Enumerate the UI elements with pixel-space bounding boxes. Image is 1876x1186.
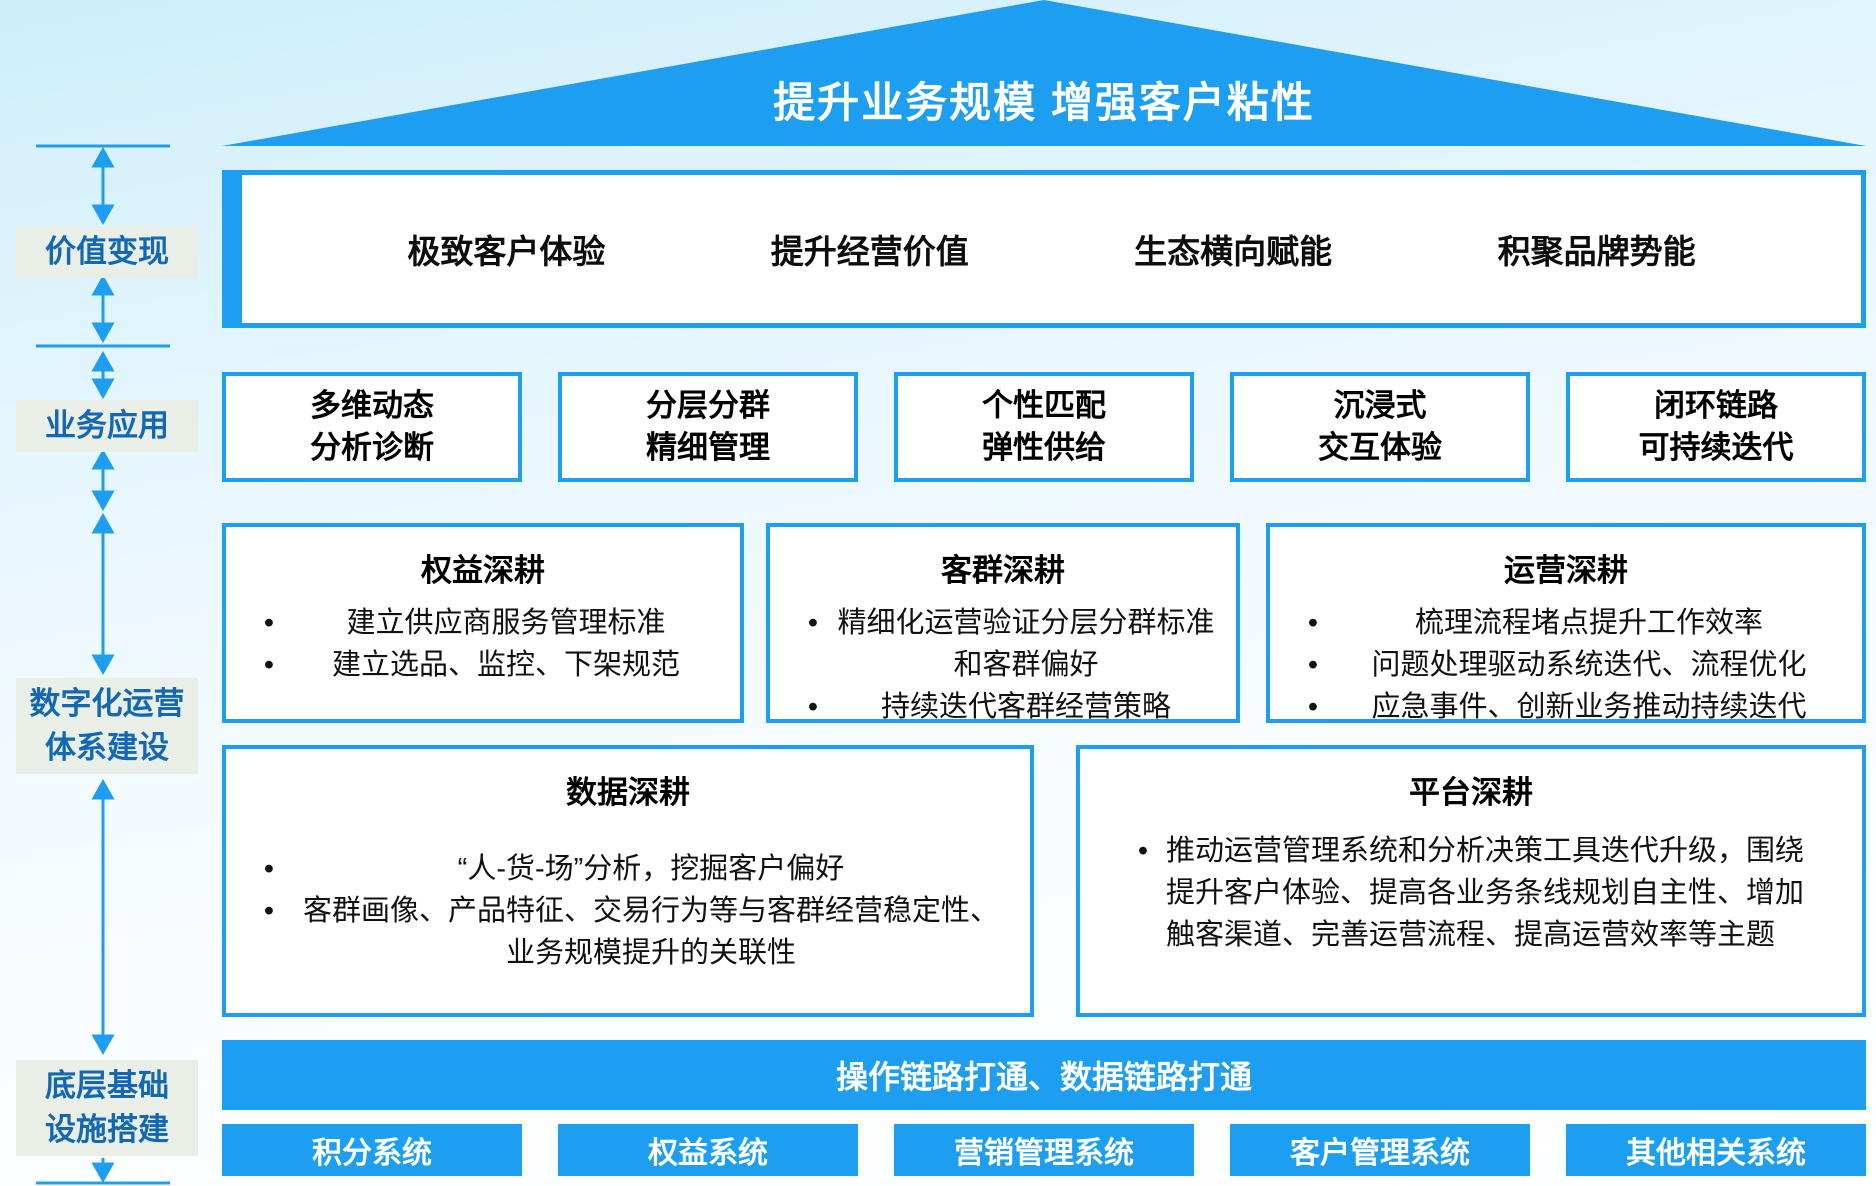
deep-box-title: 客群深耕 [941,553,1065,588]
business-application-row: 多维动态 分析诊断 分层分群 精细管理 个性匹配 弹性供给 沉浸式 交互体验 闭… [222,372,1866,482]
arrow-down-icon [91,1034,115,1056]
deep-box-platform: 平台深耕 • 推动运营管理系统和分析决策工具迭代升级，围绕提升客户体验、提高各业… [1076,745,1866,1017]
rail-label-business-application: 业务应用 [16,400,198,453]
bullet-dot: • [1137,835,1149,867]
bullet-text: 梳理流程堵点提升工作效率 [1414,607,1763,639]
arrow-down-icon [91,1162,115,1184]
system-box-marketing: 营销管理系统 [894,1124,1194,1176]
deep-box-title: 数据深耕 [566,775,690,810]
foundation-bar: 操作链路打通、数据链路打通 [222,1040,1866,1110]
bullet-text: 推动运营管理系统和分析决策工具迭代升级，围绕提升客户体验、提高各业务条线规划自主… [1166,835,1805,952]
bullet-text: 客群画像、产品特征、交易行为等与客群经营稳定性、业务规模提升的关联性 [302,895,999,970]
roof-banner: 提升业务规模 增强客户粘性 [222,0,1866,146]
app-box-line: 精细管理 [646,430,770,465]
app-box-line: 多维动态 [310,388,434,424]
deep-box-rights: 权益深耕 • 建立供应商服务管理标准 • 建立选品、监控、下架规范 [222,523,744,723]
bullet-dot: • [263,607,275,639]
bullet-dot: • [1307,691,1319,724]
bullet-text: “人-货-场”分析，挖掘客户偏好 [457,853,845,885]
bullet-dot: • [263,649,275,682]
bullet-text: 问题处理驱动系统迭代、流程优化 [1371,649,1807,682]
app-box-line: 分层分群 [646,388,770,424]
rail-label-text: 体系建设 [45,730,169,766]
bullet-text: 持续迭代客群经营策略 [880,691,1171,724]
bullet-dot: • [807,607,819,639]
app-box-line: 可持续迭代 [1638,430,1794,465]
arrow-up-icon [91,350,115,372]
rail-label-text: 业务应用 [45,408,169,443]
arrow-down-icon [91,654,115,676]
system-box-customer: 客户管理系统 [1230,1124,1530,1176]
bullet-dot: • [1307,607,1319,639]
bullet-item: • 建立选品、监控、下架规范 [246,644,720,686]
system-box-points: 积分系统 [222,1124,522,1176]
bullet-item: • “人-货-场”分析，挖掘客户偏好 [246,848,1010,890]
system-box-rights: 权益系统 [558,1124,858,1176]
bullet-text: 建立选品、监控、下架规范 [331,649,680,682]
app-box-closed-loop: 闭环链路 可持续迭代 [1566,372,1866,482]
rail-label-value-realization: 价值变现 [16,226,198,279]
app-box-analysis: 多维动态 分析诊断 [222,372,522,482]
app-box-personalization: 个性匹配 弹性供给 [894,372,1194,482]
app-box-line: 闭环链路 [1654,388,1778,424]
bullet-text: 建立供应商服务管理标准 [346,607,666,639]
rail-label-text: 底层基础 [45,1068,169,1103]
deep-box-title: 运营深耕 [1504,553,1628,588]
app-box-immersive: 沉浸式 交互体验 [1230,372,1530,482]
bullet-dot: • [1307,649,1319,682]
bullet-item: • 精细化运营验证分层分群标准和客群偏好 [790,602,1216,686]
deep-box-title: 平台深耕 [1409,775,1533,810]
bullet-item: • 客群画像、产品特征、交易行为等与客群经营稳定性、业务规模提升的关联性 [246,890,1010,974]
value-item: 极致客户体验 [407,233,606,270]
roof-title: 提升业务规模 增强客户粘性 [773,79,1315,126]
arrow-down-icon [91,378,115,400]
bullet-item: • 推动运营管理系统和分析决策工具迭代升级，围绕提升客户体验、提高各业务条线规划… [1120,830,1822,956]
app-box-line: 个性匹配 [982,388,1106,424]
roof-triangle-shape [222,0,1866,146]
deep-box-customer-groups: 客群深耕 • 精细化运营验证分层分群标准和客群偏好 • 持续迭代客群经营策略 [766,523,1240,723]
bullet-dot: • [263,853,275,885]
deep-box-data: 数据深耕 • “人-货-场”分析，挖掘客户偏好 • 客群画像、产品特征、交易行为… [222,745,1034,1017]
arrow-up-icon [91,448,115,470]
bullet-dot: • [807,691,819,724]
app-box-line: 弹性供给 [982,430,1106,465]
bullet-dot: • [263,895,275,928]
arrow-up-icon [91,778,115,800]
app-box-line: 交互体验 [1318,430,1442,465]
arrow-down-icon [91,490,115,512]
rail-label-text: 设施搭建 [45,1112,169,1148]
bullet-text: 应急事件、创新业务推动持续迭代 [1371,691,1807,724]
systems-row: 积分系统 权益系统 营销管理系统 客户管理系统 其他相关系统 [222,1124,1866,1176]
rail-label-digital-operation: 数字化运营 体系建设 [16,678,198,775]
deep-box-operations: 运营深耕 • 梳理流程堵点提升工作效率 • 问题处理驱动系统迭代、流程优化 • … [1266,523,1866,723]
rail-label-infrastructure: 底层基础 设施搭建 [16,1060,198,1157]
bullet-item: • 建立供应商服务管理标准 [246,602,720,644]
bullet-item: • 梳理流程堵点提升工作效率 [1290,602,1842,644]
app-box-segmentation: 分层分群 精细管理 [558,372,858,482]
app-box-line: 分析诊断 [310,430,434,465]
bullet-item: • 持续迭代客群经营策略 [790,686,1216,728]
system-box-other: 其他相关系统 [1566,1124,1866,1176]
arrow-up-icon [91,146,115,168]
bullet-text: 精细化运营验证分层分群标准和客群偏好 [837,607,1215,682]
value-item: 积聚品牌势能 [1497,233,1696,270]
flow-arrows [36,144,170,1185]
arrow-down-icon [91,322,115,344]
rail-label-text: 数字化运营 [29,686,185,721]
arrow-up-icon [91,512,115,534]
app-box-line: 沉浸式 [1333,388,1427,424]
rail-label-text: 价值变现 [45,234,169,269]
arrow-up-icon [91,274,115,296]
value-realization-box: 极致客户体验 提升经营价值 生态横向赋能 积聚品牌势能 [222,170,1866,328]
value-item: 生态横向赋能 [1134,233,1333,270]
bullet-item: • 应急事件、创新业务推动持续迭代 [1290,686,1842,728]
value-item: 提升经营价值 [770,233,969,270]
bullet-item: • 问题处理驱动系统迭代、流程优化 [1290,644,1842,686]
arrow-down-icon [91,204,115,226]
deep-box-title: 权益深耕 [421,553,545,588]
